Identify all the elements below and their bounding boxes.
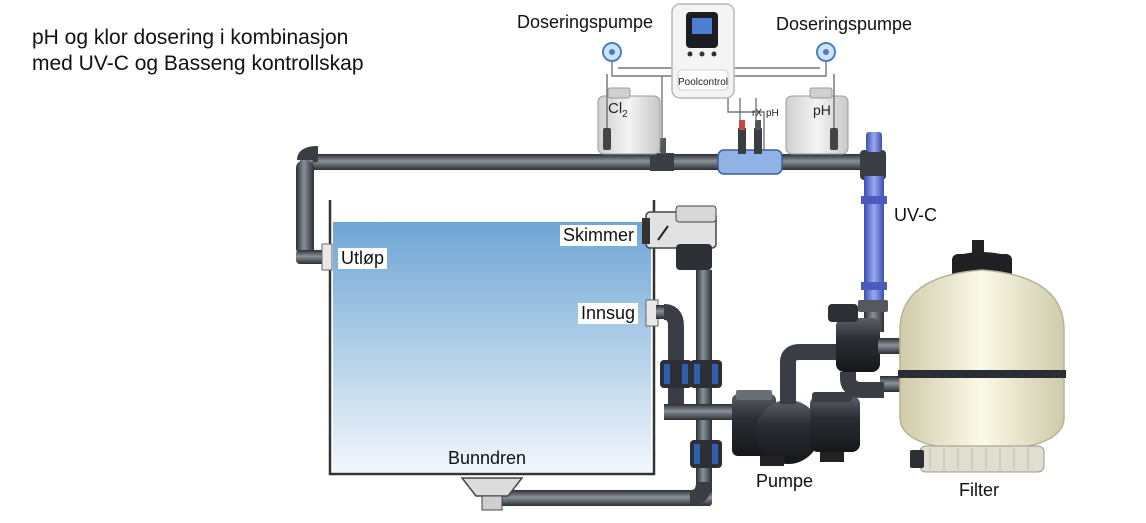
pool-wall	[328, 200, 656, 476]
main-drain-label: Bunndren	[448, 448, 527, 468]
title-line-1: pH og klor dosering i kombinasjon	[32, 26, 349, 49]
sand-filter	[898, 240, 1066, 473]
filter-label: Filter	[959, 480, 999, 500]
cl2-text: Cl	[608, 100, 623, 117]
chlorine-tank	[597, 74, 661, 155]
uvc-unit	[858, 132, 888, 332]
dosing-pump-left-label: Doseringspumpe	[517, 12, 654, 32]
diagram-title: pH og klor dosering i kombinasjon med UV…	[32, 25, 364, 77]
uvc-label: UV-C	[894, 205, 938, 225]
ph-tank	[785, 74, 849, 155]
dosing-pump-right	[816, 42, 836, 62]
rx-probe-label: rX	[752, 108, 762, 119]
circulation-pump	[732, 344, 860, 466]
wiring	[611, 62, 827, 150]
skimmer	[642, 205, 717, 270]
dosing-pump-right-label: Doseringspumpe	[776, 14, 913, 34]
cl2-subscript: 2	[622, 109, 628, 120]
outlet-nozzle	[321, 243, 333, 271]
pool-controller	[671, 3, 735, 99]
controller-label: Poolcontrol	[677, 77, 729, 88]
filter-valve	[828, 304, 906, 398]
main-drain	[460, 477, 524, 511]
title-line-2: med UV-C og Basseng kontrollskap	[32, 52, 364, 75]
pump-label: Pumpe	[756, 471, 814, 491]
ph-tank-label: pH	[813, 102, 831, 118]
cl2-label: Cl2	[608, 100, 628, 120]
outlet-label: Utløp	[338, 248, 388, 269]
dosing-pump-left	[602, 42, 622, 62]
skimmer-label: Skimmer	[560, 225, 637, 246]
dosing-manifold	[650, 120, 783, 175]
intake-label: Innsug	[578, 303, 639, 324]
ph-probe-label: pH	[766, 108, 779, 119]
